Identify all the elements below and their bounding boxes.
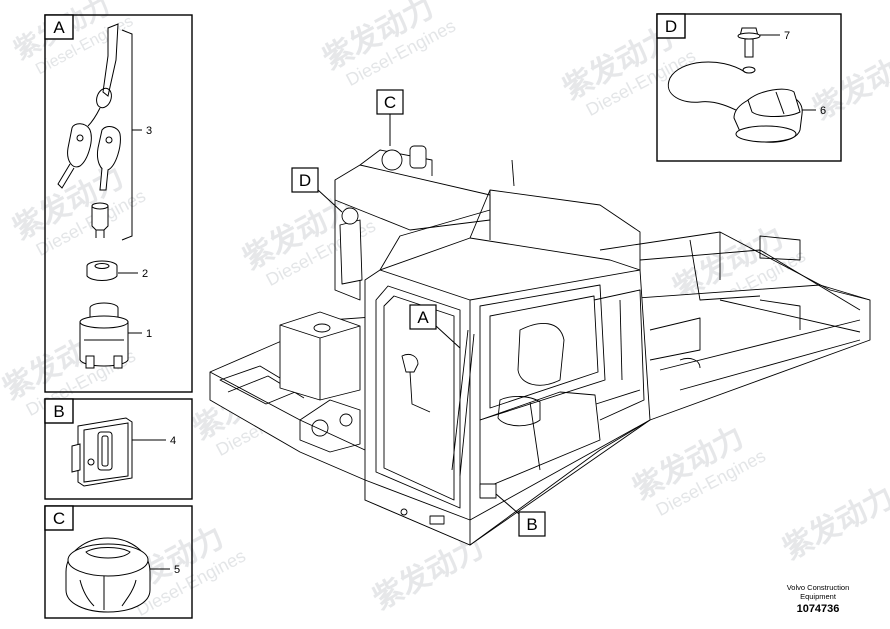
- watermark-cn: 紫发动力: [777, 480, 890, 567]
- panel-c-frame: [44, 505, 193, 619]
- nut-illustration: [86, 260, 118, 281]
- tether-illustration: [667, 61, 746, 113]
- part-number-3: 3: [146, 125, 152, 137]
- callout-b: B: [495, 493, 546, 537]
- panel-d-tag: [656, 13, 686, 39]
- callout-d: D: [291, 167, 343, 213]
- callout-d-box: [291, 167, 319, 193]
- callout-b-letter: B: [526, 515, 537, 534]
- panel-c-tag: [44, 505, 74, 531]
- item-3-bracket: [121, 29, 133, 241]
- part-number-7: 7: [784, 30, 790, 42]
- callout-a-letter: A: [417, 308, 429, 327]
- callout-b-leader: [495, 493, 520, 515]
- part-number-1: 1: [146, 328, 152, 340]
- panel-d-frame: [656, 13, 842, 162]
- panel-b-tag: [44, 398, 74, 424]
- footer-company: Volvo Construction: [787, 583, 850, 592]
- callout-d-leader: [317, 189, 343, 213]
- callout-c-box: [376, 89, 404, 115]
- panel-c-letter: C: [53, 509, 65, 528]
- part-number-2: 2: [142, 268, 148, 280]
- drawing-number: 1074736: [797, 603, 840, 615]
- callout-d-letter: D: [299, 171, 311, 190]
- excavator-cab-drawing: [209, 145, 871, 546]
- latch-illustration: [71, 417, 133, 487]
- ignition-switch-illustration: [79, 302, 129, 369]
- callout-c: C: [376, 89, 404, 146]
- callout-a-leader: [435, 325, 461, 349]
- footer-block: Volvo Construction Equipment 1074736: [787, 583, 850, 615]
- panel-b: B 4: [44, 398, 193, 500]
- callout-a: A: [409, 304, 461, 349]
- panel-d: D 7 6: [656, 13, 842, 162]
- lock-cylinder-illustration: [91, 202, 109, 238]
- part-number-4: 4: [170, 435, 176, 447]
- keys-illustration: [57, 123, 121, 191]
- panel-a-letter: A: [53, 18, 65, 37]
- panel-b-letter: B: [53, 402, 64, 421]
- panel-a-frame: [44, 14, 193, 393]
- part-number-5: 5: [174, 564, 180, 576]
- tethered-cap-illustration: [733, 88, 803, 143]
- fuel-cap-illustration: [65, 537, 151, 613]
- panel-d-letter: D: [665, 17, 677, 36]
- panel-b-frame: [44, 398, 193, 500]
- callout-a-box: [409, 304, 437, 330]
- part-number-6: 6: [820, 105, 826, 117]
- key-tag-illustration: [87, 23, 119, 127]
- panel-a-tag: [44, 14, 74, 40]
- callout-c-letter: C: [384, 93, 396, 112]
- bolt-illustration: [737, 27, 761, 74]
- panel-a: A 3: [44, 14, 193, 393]
- callout-b-box: [518, 511, 546, 537]
- panel-c: C 5: [44, 505, 193, 619]
- footer-company-line2: Equipment: [800, 592, 837, 601]
